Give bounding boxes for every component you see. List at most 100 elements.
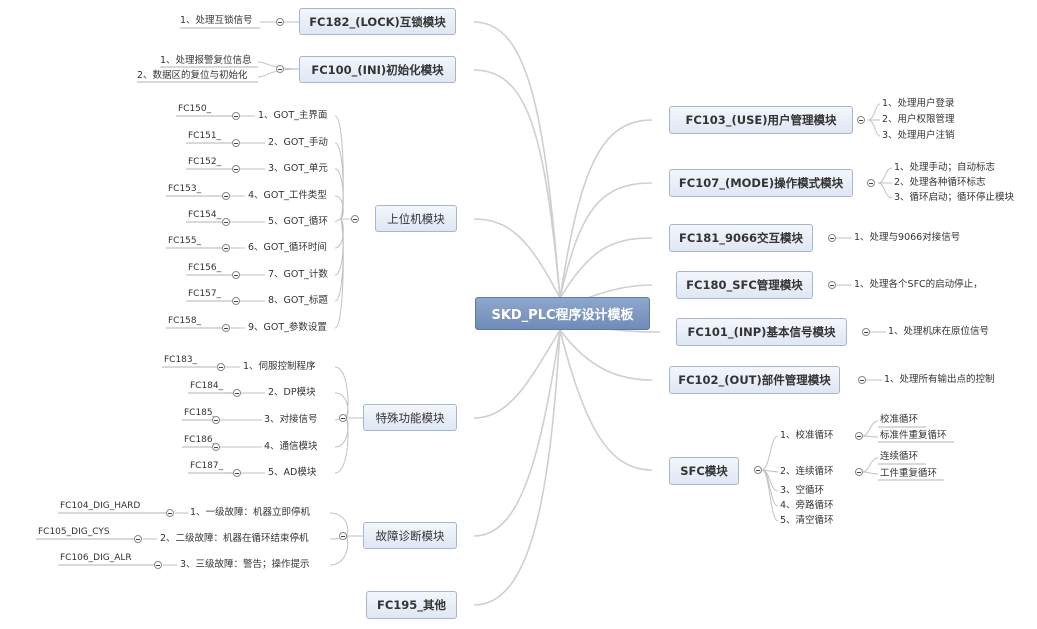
fc182-item-1: 1、处理互锁信号 (180, 15, 253, 26)
collapse-toggle-icon[interactable] (154, 561, 162, 569)
fc103-item-1: 1、处理用户登录 (882, 98, 955, 109)
fc100-item-2: 2、数据区的复位与初始化 (137, 70, 248, 81)
got-fc-6: FC155_ (168, 236, 202, 246)
node-fc180-sfc[interactable]: FC180_SFC管理模块 (676, 271, 813, 299)
collapse-toggle-icon[interactable] (233, 389, 241, 397)
got-item-2: 2、GOT_手动 (268, 137, 328, 148)
node-fc100-ini[interactable]: FC100_(INI)初始化模块 (299, 56, 456, 83)
node-fc107-mode[interactable]: FC107_(MODE)操作模式模块 (669, 169, 853, 197)
sfc-item-1: 1、校准循环 (780, 430, 834, 441)
sfc-sub2-item-1: 连续循环 (880, 451, 919, 462)
fc107-item-1: 1、处理手动；自动标志 (894, 162, 996, 173)
collapse-toggle-icon[interactable] (232, 271, 240, 279)
got-item-9: 9、GOT_参数设置 (248, 322, 327, 333)
collapse-toggle-icon[interactable] (339, 532, 347, 540)
collapse-toggle-icon[interactable] (212, 443, 220, 451)
special-fc-1: FC183_ (164, 355, 198, 365)
node-got-host[interactable]: 上位机模块 (375, 205, 457, 232)
special-item-5: 5、AD模块 (268, 467, 317, 478)
collapse-toggle-icon[interactable] (855, 468, 863, 476)
sfc-item-5: 5、清空循环 (780, 515, 834, 526)
fc103-item-3: 3、处理用户注销 (882, 130, 955, 141)
got-fc-7: FC156_ (188, 263, 222, 273)
collapse-toggle-icon[interactable] (857, 116, 865, 124)
collapse-toggle-icon[interactable] (351, 215, 359, 223)
collapse-toggle-icon[interactable] (828, 234, 836, 242)
collapse-toggle-icon[interactable] (339, 414, 347, 422)
collapse-toggle-icon[interactable] (232, 112, 240, 120)
special-item-1: 1、伺服控制程序 (243, 361, 316, 372)
special-item-2: 2、DP模块 (268, 387, 316, 398)
special-fc-5: FC187_ (190, 461, 224, 471)
collapse-toggle-icon[interactable] (212, 416, 220, 424)
diag-item-1: 1、一级故障：机器立即停机 (190, 507, 311, 518)
got-fc-4: FC153_ (168, 184, 202, 194)
got-item-5: 5、GOT_循环 (268, 216, 328, 227)
collapse-toggle-icon[interactable] (222, 218, 230, 226)
got-fc-1: FC150_ (178, 104, 212, 114)
got-item-3: 3、GOT_单元 (268, 163, 328, 174)
fc181-item-1: 1、处理与9066对接信号 (854, 232, 961, 243)
node-fc101-inp[interactable]: FC101_(INP)基本信号模块 (676, 318, 847, 346)
collapse-toggle-icon[interactable] (867, 179, 875, 187)
node-fc181-9066[interactable]: FC181_9066交互模块 (669, 224, 813, 252)
fc102-item-1: 1、处理所有输出点的控制 (884, 374, 995, 385)
diag-fc-2: FC105_DIG_CYS (38, 527, 110, 537)
collapse-toggle-icon[interactable] (222, 324, 230, 332)
special-item-4: 4、通信模块 (264, 441, 318, 452)
collapse-toggle-icon[interactable] (862, 328, 870, 336)
fc101-item-1: 1、处理机床在原位信号 (888, 326, 990, 337)
diag-fc-1: FC104_DIG_HARD (60, 501, 141, 511)
collapse-toggle-icon[interactable] (858, 376, 866, 384)
got-item-8: 8、GOT_标题 (268, 295, 328, 306)
collapse-toggle-icon[interactable] (166, 509, 174, 517)
collapse-toggle-icon[interactable] (134, 535, 142, 543)
collapse-toggle-icon[interactable] (232, 139, 240, 147)
special-fc-3: FC185_ (184, 408, 218, 418)
fc107-item-2: 2、处理各种循环标志 (894, 177, 986, 188)
sfc-sub1-item-1: 校准循环 (880, 414, 919, 425)
node-fc103-use[interactable]: FC103_(USE)用户管理模块 (669, 106, 853, 134)
got-item-6: 6、GOT_循环时间 (248, 242, 327, 253)
got-item-4: 4、GOT_工件类型 (248, 190, 327, 201)
collapse-toggle-icon[interactable] (217, 363, 225, 371)
special-item-3: 3、对接信号 (264, 414, 318, 425)
got-fc-5: FC154_ (188, 210, 222, 220)
collapse-toggle-icon[interactable] (222, 244, 230, 252)
got-item-1: 1、GOT_主界面 (258, 110, 328, 121)
sfc-sub1-item-2: 标准件重复循环 (880, 430, 947, 441)
fc103-item-2: 2、用户权限管理 (882, 114, 955, 125)
got-fc-3: FC152_ (188, 157, 222, 167)
node-fc195-other[interactable]: FC195_其他 (366, 591, 457, 619)
sfc-item-2: 2、连续循环 (780, 466, 834, 477)
got-fc-9: FC158_ (168, 316, 202, 326)
collapse-toggle-icon[interactable] (222, 192, 230, 200)
collapse-toggle-icon[interactable] (754, 466, 762, 474)
collapse-toggle-icon[interactable] (855, 432, 863, 440)
collapse-toggle-icon[interactable] (276, 18, 284, 26)
sfc-item-4: 4、旁路循环 (780, 500, 834, 511)
got-fc-8: FC157_ (188, 289, 222, 299)
collapse-toggle-icon[interactable] (232, 165, 240, 173)
collapse-toggle-icon[interactable] (276, 65, 284, 73)
got-fc-2: FC151_ (188, 131, 222, 141)
collapse-toggle-icon[interactable] (232, 297, 240, 305)
node-special-functions[interactable]: 特殊功能模块 (363, 404, 457, 431)
root-node[interactable]: SKD_PLC程序设计模板 (475, 297, 650, 330)
special-fc-4: FC186_ (184, 435, 218, 445)
node-fc102-out[interactable]: FC102_(OUT)部件管理模块 (669, 366, 840, 394)
diag-item-3: 3、三级故障：警告；操作提示 (180, 559, 310, 570)
special-fc-2: FC184_ (190, 381, 224, 391)
diag-fc-3: FC106_DIG_ALR (60, 553, 132, 563)
collapse-toggle-icon[interactable] (828, 281, 836, 289)
fc107-item-3: 3、循环启动；循环停止模块 (894, 192, 1015, 203)
node-fc182-lock[interactable]: FC182_(LOCK)互锁模块 (299, 8, 456, 35)
sfc-sub2-item-2: 工件重复循环 (880, 468, 938, 479)
got-item-7: 7、GOT_计数 (268, 269, 328, 280)
sfc-item-3: 3、空循环 (780, 485, 825, 496)
collapse-toggle-icon[interactable] (233, 469, 241, 477)
node-sfc-module[interactable]: SFC模块 (669, 457, 739, 485)
node-fault-diagnosis[interactable]: 故障诊断模块 (363, 522, 457, 549)
fc100-item-1: 1、处理报警复位信息 (160, 55, 252, 66)
